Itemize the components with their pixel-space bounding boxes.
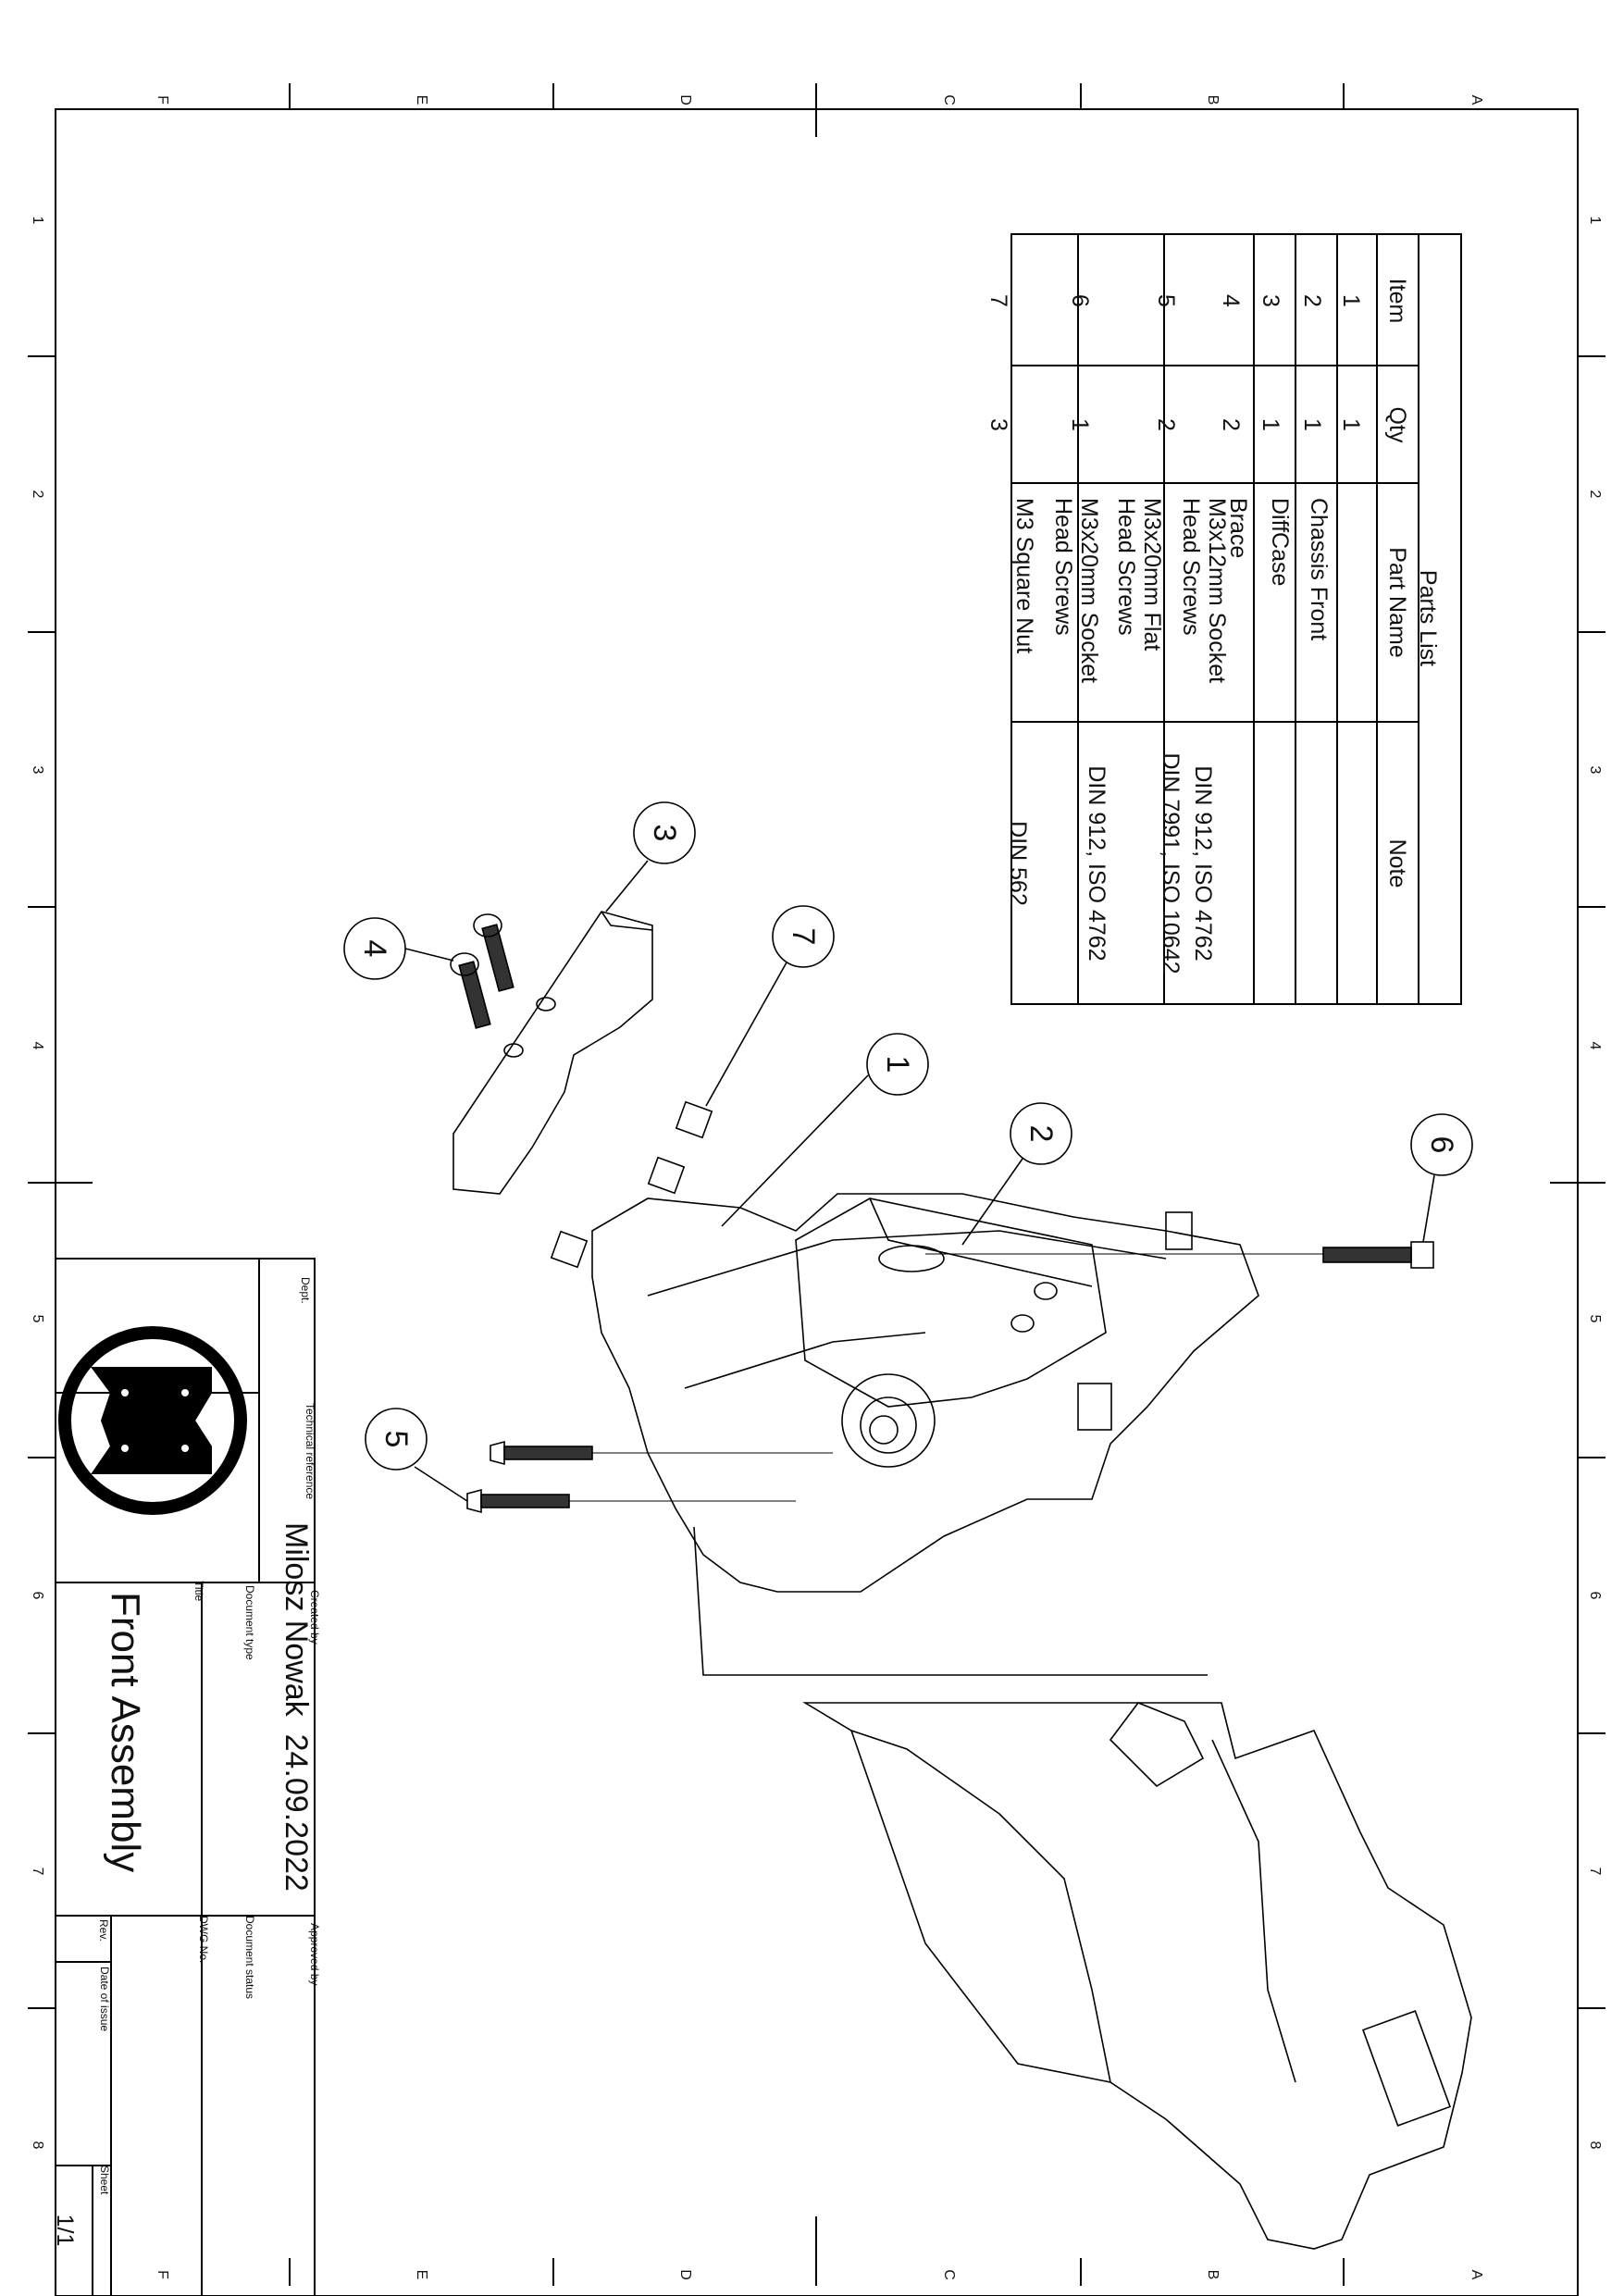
document-status-label: Document status <box>243 1916 256 2000</box>
balloon-7 <box>772 905 835 968</box>
cell-part-name: Head Screws <box>1178 498 1204 636</box>
zone-number-left: 8 <box>30 2141 45 2150</box>
zone-letter-bottom: C <box>941 2269 957 2280</box>
cell-part-name: M3x12mm Socket <box>1204 498 1230 684</box>
zone-letter-bottom: B <box>1205 2269 1221 2280</box>
zone-letter-bottom: E <box>414 2269 429 2280</box>
header-qty: Qty <box>1384 406 1410 443</box>
cell-part-name: M3x20mm Socket <box>1076 498 1102 684</box>
cell-qty: 1 <box>1258 418 1283 431</box>
zone-number-right: 1 <box>1587 216 1603 225</box>
zone-number-right: 3 <box>1587 765 1603 775</box>
zone-letter-top: B <box>1205 94 1221 105</box>
zone-number-left: 1 <box>30 216 45 225</box>
cell-part-name: M3x20mm Flat <box>1139 498 1165 652</box>
zone-number-right: 4 <box>1587 1041 1603 1050</box>
cell-part-name: M3 Square Nut <box>1011 498 1037 654</box>
zone-number-right: 2 <box>1587 490 1603 499</box>
drawing-title: Front Assembly <box>103 1592 148 1873</box>
cell-item: 2 <box>1299 294 1325 307</box>
created-date: 24.09.2022 <box>279 1733 314 1892</box>
parts-list-caption: Parts List <box>1415 569 1441 667</box>
dwg-no-label: DWG No. <box>197 1916 210 1964</box>
balloon-6 <box>1410 1113 1473 1176</box>
zone-letter-bottom: A <box>1469 2269 1484 2280</box>
zone-letter-bottom: D <box>677 2269 693 2280</box>
zone-number-left: 3 <box>30 765 45 775</box>
cell-note: DIN 912, ISO 4762 <box>1190 765 1216 962</box>
cell-part-name: Chassis Front <box>1306 498 1332 641</box>
document-type-label: Document type <box>243 1585 256 1660</box>
cell-part-name: Head Screws <box>1113 498 1139 636</box>
cell-qty: 1 <box>1299 418 1325 431</box>
created-by-name: Milosz Nowak <box>279 1522 314 1717</box>
zone-letter-top: F <box>155 95 170 105</box>
balloon-label-1: 1 <box>880 1055 915 1074</box>
zone-number-left: 5 <box>30 1314 45 1323</box>
balloon-label-2: 2 <box>1023 1124 1059 1143</box>
cell-note: DIN 912, ISO 4762 <box>1084 765 1110 962</box>
zone-letter-top: E <box>414 94 429 105</box>
cell-qty: 2 <box>1218 418 1244 431</box>
title-label: Title <box>192 1581 205 1602</box>
cell-part-name: DiffCase <box>1267 498 1293 587</box>
logo <box>58 1326 247 1515</box>
sheet-label: Sheet <box>98 2166 111 2195</box>
zone-number-right: 7 <box>1587 1867 1603 1876</box>
cell-item: 3 <box>1258 294 1283 307</box>
balloon-leaders <box>343 801 1473 1502</box>
dept-label: Dept. <box>299 1277 312 1304</box>
balloon-1 <box>866 1033 929 1096</box>
balloon-label-4: 4 <box>357 939 392 958</box>
created-by-value: Milosz Nowak 24.09.2022 <box>278 1522 315 1893</box>
balloon-label-5: 5 <box>378 1430 414 1448</box>
zone-number-right: 8 <box>1587 2141 1603 2150</box>
balloon-label-7: 7 <box>786 927 821 946</box>
cell-item: 7 <box>986 294 1011 307</box>
cell-qty: 3 <box>986 418 1011 431</box>
balloon-3 <box>633 801 696 864</box>
sheet-value: 1/1 <box>52 2214 78 2247</box>
zone-number-left: 7 <box>30 1867 45 1876</box>
cell-qty: 1 <box>1338 418 1364 431</box>
cell-item: 4 <box>1218 294 1244 307</box>
balloon-5 <box>365 1408 428 1471</box>
parts-list-table <box>1010 233 1462 1005</box>
rev-label: Rev. <box>97 1919 110 1942</box>
cell-part-name: Head Screws <box>1050 498 1076 636</box>
zone-number-left: 4 <box>30 1041 45 1050</box>
header-part-name: Part Name <box>1384 547 1410 658</box>
assembly-drawing <box>450 911 1472 2250</box>
zone-number-right: 6 <box>1587 1591 1603 1600</box>
cell-note: DIN 562 <box>1005 821 1031 906</box>
zone-number-right: 5 <box>1587 1314 1603 1323</box>
cell-note: DIN 7991, ISO 10642 <box>1158 752 1184 974</box>
cell-item: 1 <box>1338 294 1364 307</box>
cell-qty: 2 <box>1153 418 1179 431</box>
cell-qty: 1 <box>1067 418 1093 431</box>
zone-letter-top: A <box>1469 94 1484 105</box>
zone-letter-top: C <box>941 94 957 105</box>
header-item: Item <box>1384 278 1410 324</box>
zone-letter-top: D <box>677 94 693 105</box>
zone-number-left: 2 <box>30 490 45 499</box>
balloon-2 <box>1010 1102 1072 1165</box>
date-of-issue-label: Date of issue <box>98 1967 111 2032</box>
cell-item: 6 <box>1067 294 1093 307</box>
zone-number-left: 6 <box>30 1591 45 1600</box>
approved-by-label: Approved by <box>308 1923 321 1986</box>
header-note: Note <box>1384 838 1410 888</box>
cell-item: 5 <box>1153 294 1179 307</box>
balloon-label-3: 3 <box>647 824 682 842</box>
zone-letter-bottom: F <box>155 2270 170 2279</box>
balloon-label-6: 6 <box>1424 1136 1459 1154</box>
